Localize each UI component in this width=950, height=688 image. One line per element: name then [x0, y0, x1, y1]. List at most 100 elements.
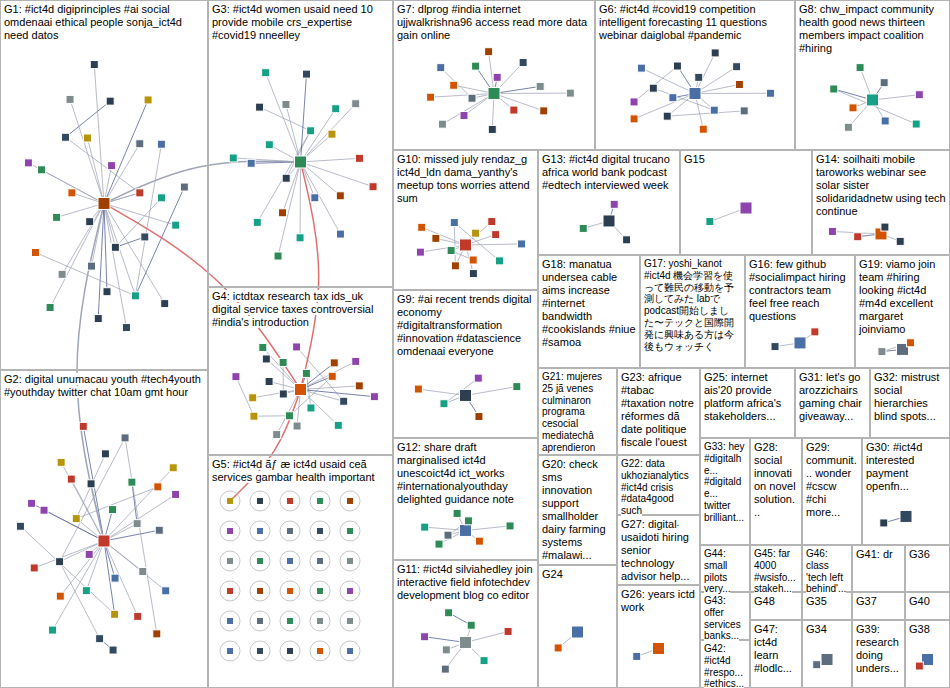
group-title: G20: check sms innovation support smallh… [542, 458, 606, 561]
group-panel: G4: ictdtax research tax ids_uk digital … [208, 287, 393, 455]
vertex-ring [220, 581, 240, 601]
group-title: G33: hey #digitalhe... #digitalde... twi… [704, 441, 745, 523]
vertex-icon [265, 377, 273, 385]
vertex-ring [280, 551, 300, 571]
vertex-icon [347, 528, 353, 534]
group-panel: G5: #ict4d ãƒ æ ict4d usaid ceã services… [208, 455, 393, 688]
vertex-icon [740, 202, 752, 214]
group-panel: G1: #ict4d digiprinciples #ai social omd… [0, 0, 208, 370]
group-panel: G32: mistrust social hierarchies blind s… [870, 368, 950, 438]
vertex-icon [293, 422, 301, 430]
vertex-ring [250, 521, 270, 541]
vertex-ring [280, 491, 300, 511]
vertex-icon [68, 189, 76, 197]
vertex-edge [132, 482, 137, 523]
group-panel: G34 [802, 620, 852, 688]
vertex-icon [274, 252, 282, 260]
vertex-icon [295, 156, 307, 168]
vertex-icon [172, 221, 180, 229]
vertex-icon [472, 229, 480, 237]
vertex-icon [133, 520, 141, 528]
vertex-edge [266, 73, 301, 162]
group-panel: G2: digital unumacau youth #tech4youth #… [0, 370, 208, 688]
vertex-edge [418, 389, 465, 395]
vertex-edge [301, 162, 374, 187]
vertex-ring [280, 581, 300, 601]
group-panel: G41: dr [852, 545, 905, 592]
vertex-icon [302, 70, 310, 78]
vertex-icon [740, 107, 748, 115]
vertex-icon [122, 324, 130, 332]
group-title: G44: small pilots very... [704, 548, 730, 594]
vertex-icon [153, 630, 161, 638]
group-panel: G44: small pilots very... [700, 545, 750, 592]
vertex-icon [460, 112, 468, 120]
group-panel: G31: let's go arozzichairs gaming chair … [795, 368, 870, 438]
vertex-icon [437, 64, 445, 72]
vertex-edge [301, 158, 360, 162]
vertex-icon [347, 558, 353, 564]
vertex-edge [83, 426, 104, 541]
vertex-edge [28, 163, 104, 204]
vertex-icon [445, 609, 453, 617]
vertex-edge [466, 526, 511, 531]
group-panel: G15 [680, 150, 812, 255]
vertex-icon [506, 522, 514, 530]
vertex-icon [253, 218, 261, 226]
vertex-icon [49, 626, 57, 634]
group-link [104, 161, 301, 203]
group-title: G37 [856, 595, 877, 607]
vertex-icon [279, 358, 287, 366]
vertex-edge [20, 526, 114, 614]
vertex-icon [90, 61, 98, 69]
vertex-icon [699, 125, 707, 133]
vertex-edge [494, 86, 540, 93]
vertex-icon [427, 93, 435, 101]
group-panel: G12: share draft marginalised ict4d unes… [393, 438, 538, 560]
vertex-icon [610, 200, 618, 208]
vertex-ring [340, 491, 360, 511]
vertex-icon [352, 100, 360, 108]
vertex-icon [101, 450, 109, 458]
vertex-icon [328, 372, 336, 380]
vertex-ring [220, 491, 240, 511]
group-panel: G38 [905, 620, 950, 688]
vertex-icon [475, 413, 483, 421]
vertex-edge [104, 541, 138, 616]
vertex-icon [710, 106, 718, 114]
vertex-icon [257, 618, 263, 624]
vertex-icon [421, 633, 429, 641]
vertex-icon [317, 588, 323, 594]
vertex-ring [310, 521, 330, 541]
group-title: G14: soilhaiti mobile taroworks webinar … [816, 153, 946, 217]
group-title: G43: offer services banks... [704, 595, 741, 641]
vertex-icon [912, 120, 920, 128]
group-panel: G10: missed july rendaz_g ict4d_ldn dama… [393, 150, 538, 290]
group-title: G36 [909, 548, 930, 560]
group-title: G6: #ict4d #covid19 competition intellig… [599, 3, 767, 41]
vertex-icon [227, 528, 233, 534]
vertex-edge [300, 162, 301, 238]
vertex-icon [103, 288, 111, 296]
group-title: G41: dr [856, 548, 893, 560]
vertex-icon [287, 528, 293, 534]
vertex-icon [273, 431, 281, 439]
group-panel: G17: yoshi_kanot #ict4d 機会学習を使って難民の移動を予測… [640, 255, 745, 368]
vertex-icon [98, 197, 110, 209]
group-title: G25: internet ais'20 provide platform af… [704, 371, 781, 422]
vertex-icon [492, 231, 500, 239]
vertex-icon [915, 91, 923, 99]
vertex-icon [418, 223, 426, 231]
vertex-icon [285, 412, 293, 420]
vertex-icon [469, 270, 477, 278]
vertex-icon [460, 636, 472, 648]
vertex-icon [451, 262, 459, 270]
vertex-icon [256, 103, 264, 111]
group-title: G17: yoshi_kanot #ict4d 機会学習を使って難民の移動を予測… [644, 258, 734, 352]
vertex-edge [494, 93, 570, 94]
vertex-icon [856, 64, 864, 72]
vertex-icon [844, 123, 852, 131]
vertex-icon [257, 648, 263, 654]
